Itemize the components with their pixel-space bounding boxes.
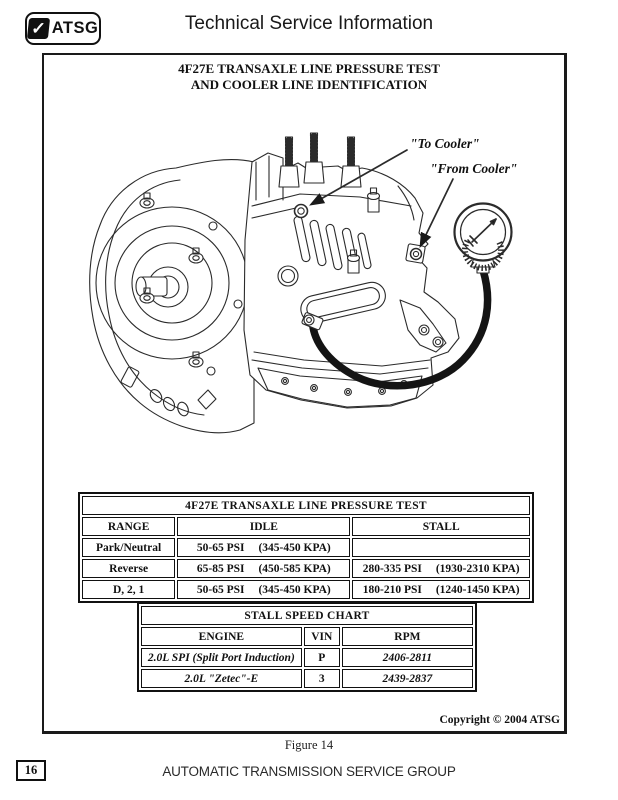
figure-title-line2: AND COOLER LINE IDENTIFICATION xyxy=(190,76,428,92)
figure-title: 4F27E TRANSAXLE LINE PRESSURE TEST AND C… xyxy=(0,61,618,92)
col-header-range: RANGE xyxy=(82,517,176,536)
footer-organization: AUTOMATIC TRANSMISSION SERVICE GROUP xyxy=(162,764,456,779)
table-row: 2.0L "Zetec"-E 3 2439-2837 xyxy=(141,669,473,688)
table-row: D, 2, 1 50-65 PSI(345-450 KPA) 180-210 P… xyxy=(82,580,530,599)
figure-caption: Figure 14 xyxy=(284,738,334,752)
table-row: 2.0L SPI (Split Port Induction) P 2406-2… xyxy=(141,648,473,667)
stall-table-title: STALL SPEED CHART xyxy=(141,606,473,625)
col-header-rpm: RPM xyxy=(341,627,473,646)
page-number-badge: 16 xyxy=(16,760,46,781)
col-header-engine: ENGINE xyxy=(141,627,302,646)
col-header-vin: VIN xyxy=(303,627,340,646)
page-title: Technical Service Information xyxy=(184,13,434,34)
copyright-notice: Copyright © 2004 ATSG xyxy=(439,714,560,726)
atsg-logo-text: ATSG xyxy=(51,19,99,37)
col-header-stall: STALL xyxy=(352,517,530,536)
table-header-row: ENGINE VIN RPM xyxy=(141,627,473,646)
figure-title-line1: 4F27E TRANSAXLE LINE PRESSURE TEST xyxy=(178,61,440,76)
pressure-test-table: 4F27E TRANSAXLE LINE PRESSURE TEST RANGE… xyxy=(78,492,534,603)
stall-speed-table: STALL SPEED CHART ENGINE VIN RPM 2.0L SP… xyxy=(137,602,477,692)
col-header-idle: IDLE xyxy=(177,517,351,536)
table-row: Reverse 65-85 PSI(450-585 KPA) 280-335 P… xyxy=(82,559,530,578)
table-row: Park/Neutral 50-65 PSI(345-450 KPA) xyxy=(82,538,530,557)
pressure-table-title: 4F27E TRANSAXLE LINE PRESSURE TEST xyxy=(82,496,530,515)
atsg-logo: ✓ ATSG xyxy=(25,12,101,45)
table-header-row: RANGE IDLE STALL xyxy=(82,517,530,536)
